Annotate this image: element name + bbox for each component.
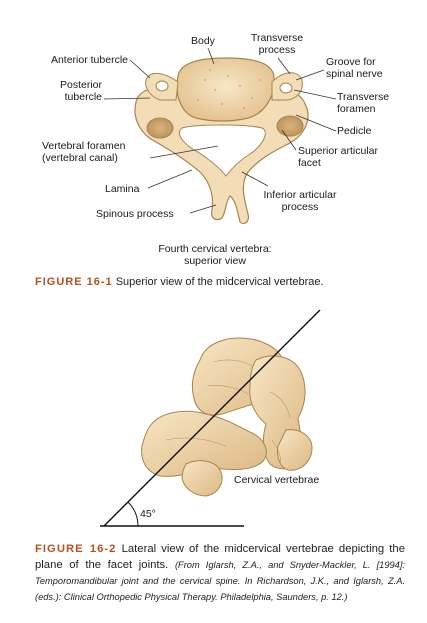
- figure-1-leader-lines: [103, 47, 337, 214]
- figure-16-1-caption: FIGURE 16-1 Superior view of the midcerv…: [35, 276, 324, 288]
- lower-vertebra: [141, 410, 267, 477]
- vertebral-body: [176, 57, 275, 122]
- right-superior-articular-facet: [276, 115, 304, 137]
- figure-16-2-illustration: [100, 309, 321, 527]
- view-title-line2: superior view: [184, 255, 246, 267]
- label-superior-articular-line2: facet: [298, 157, 321, 169]
- label-transverse-foramen-line2: foramen: [337, 103, 376, 115]
- figure-16-2-caption-source: (From Iglarsh, Z.A., and Snyder-Mackler,…: [35, 560, 405, 602]
- label-pedicle: Pedicle: [337, 125, 372, 137]
- angle-arc: [127, 501, 139, 527]
- vertebra-superior-view: [134, 57, 309, 225]
- cervical-vertebrae-lateral: [141, 337, 313, 497]
- left-transverse-foramen: [155, 80, 169, 92]
- label-vertebral-foramen-line1: Vertebral foramen: [42, 140, 126, 152]
- label-lamina: Lamina: [105, 183, 140, 195]
- label-angle-45: 45°: [140, 508, 156, 520]
- label-inferior-articular-line1: Inferior articular: [263, 189, 337, 201]
- figure-16-1-illustration: [103, 47, 337, 225]
- right-transverse-foramen: [279, 82, 293, 94]
- bone-texture: [165, 359, 291, 465]
- label-groove-line1: Groove for: [326, 56, 376, 68]
- figure-16-1-caption-text: Superior view of the midcervical vertebr…: [112, 276, 324, 288]
- left-superior-articular-facet: [146, 117, 174, 139]
- figure-16-2-caption-label: FIGURE 16-2: [35, 543, 117, 555]
- vertebral-canal-shape: [178, 124, 266, 177]
- label-inferior-articular-line2: process: [281, 201, 319, 213]
- lower-process: [181, 460, 223, 497]
- label-body: Body: [191, 35, 215, 47]
- label-superior-articular-line1: Superior articular: [298, 145, 378, 157]
- label-transverse-process-line1: Transverse: [250, 32, 304, 44]
- label-groove-line2: spinal nerve: [326, 68, 383, 80]
- label-transverse-foramen-line1: Transverse: [337, 91, 390, 103]
- body-speckles: [197, 69, 261, 109]
- figure-16-2-caption: FIGURE 16-2 Lateral view of the midcervi…: [35, 541, 405, 605]
- label-anterior-tubercle: Anterior tubercle: [50, 54, 128, 66]
- label-vertebral-foramen-line2: (vertebral canal): [42, 152, 118, 164]
- label-posterior-tubercle-line1: Posterior: [59, 79, 102, 91]
- label-spinous-process: Spinous process: [96, 208, 174, 220]
- facet-plane-line: [103, 309, 321, 527]
- figure-16-2-caption-text: Lateral view of the midcervical vertebra…: [35, 543, 405, 571]
- posterior-process: [277, 429, 313, 471]
- label-transverse-process-line2: process: [258, 44, 296, 56]
- label-posterior-tubercle-line2: tubercle: [64, 91, 102, 103]
- figure-16-1-caption-label: FIGURE 16-1: [35, 276, 113, 288]
- label-cervical-vertebrae: Cervical vertebrae: [234, 474, 320, 486]
- view-title-line1: Fourth cervical vertebra:: [158, 243, 272, 255]
